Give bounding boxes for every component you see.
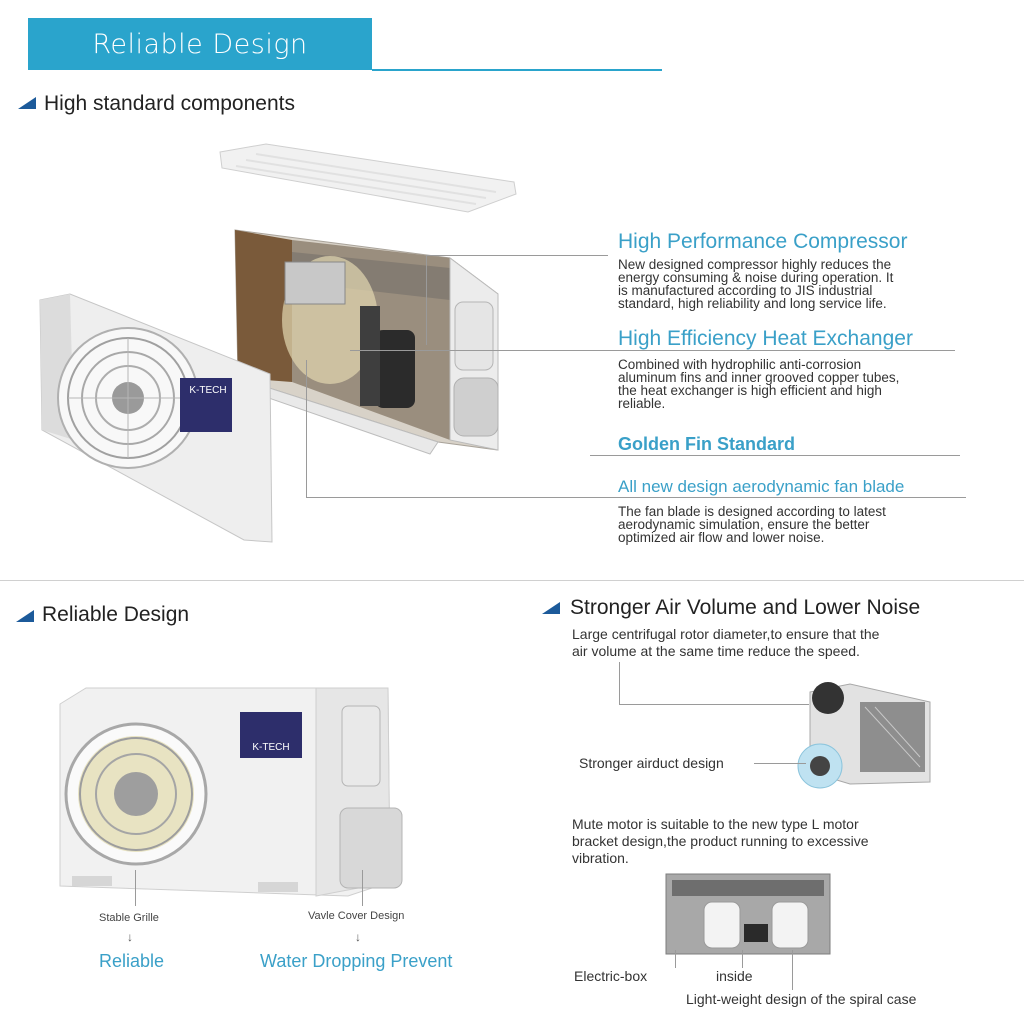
banner-title: Reliable Design (92, 29, 308, 60)
leader-line-heat-exchanger (350, 350, 955, 351)
top-cover-panel (219, 143, 517, 213)
label-stronger-airduct: Stronger airduct design (579, 755, 724, 771)
heading-high-standard-components: High standard components (44, 92, 295, 115)
benefit-water-dropping-prevent: Water Dropping Prevent (260, 951, 453, 971)
feature-text-fan-blade: The fan blade is designed according to l… (618, 504, 886, 545)
heading-air-volume-noise: Stronger Air Volume and Lower Noise (570, 596, 921, 619)
heading-marker-icon (542, 602, 560, 614)
leader-line-spiral-case (792, 950, 793, 990)
label-spiral-case: Light-weight design of the spiral case (686, 991, 917, 1007)
arrow-down-icon: ↓ (355, 930, 361, 944)
leader-line-electric-box (675, 950, 676, 968)
brand-logo-text: K-TECH (189, 385, 227, 396)
label-electric-box: Electric-box (574, 968, 648, 984)
leader-line-rotor (619, 662, 620, 704)
feature-title-fan-blade: All new design aerodynamic fan blade (618, 477, 905, 496)
benefit-reliable: Reliable (99, 951, 165, 971)
leader-line-fan-blade (306, 497, 966, 498)
leader-line-compressor-vert (426, 255, 427, 345)
leader-line-golden-fin (590, 455, 960, 456)
label-stable-grille: Stable Grille (99, 912, 159, 924)
front-panel-fan-grille (39, 293, 273, 543)
leader-line-grille (135, 870, 136, 906)
heading-marker-icon (18, 97, 36, 109)
banner-underline (372, 69, 662, 71)
feature-text-heat-exchanger: Combined with hydrophilic anti-corrosion… (618, 357, 900, 411)
leader-line-valve (362, 870, 363, 906)
label-inside: inside (716, 968, 753, 984)
airduct-illustration (797, 682, 931, 789)
leader-line-compressor (426, 255, 608, 256)
leader-line-inside (742, 950, 743, 968)
desc-centrifugal-rotor: Large centrifugal rotor diameter,to ensu… (572, 626, 880, 659)
label-valve-cover-design: Vavle Cover Design (308, 910, 405, 922)
motor-bracket-illustration (665, 873, 831, 955)
leader-line-airduct (754, 763, 806, 764)
heading-marker-icon (16, 610, 34, 622)
section-banner (28, 18, 372, 70)
exploded-unit-illustration (39, 143, 517, 543)
outdoor-unit-illustration (59, 687, 403, 897)
brand-logo-text: K-TECH (252, 742, 290, 753)
heading-reliable-design: Reliable Design (42, 603, 190, 626)
unit-body-cutaway (234, 229, 499, 455)
feature-title-compressor: High Performance Compressor (618, 230, 908, 253)
feature-text-compressor: New designed compressor highly reduces t… (618, 257, 894, 311)
leader-line-rotor-h (619, 704, 809, 705)
arrow-down-icon: ↓ (127, 930, 133, 944)
desc-mute-motor: Mute motor is suitable to the new type L… (572, 816, 869, 866)
feature-title-heat-exchanger: High Efficiency Heat Exchanger (618, 327, 913, 350)
section-divider (0, 580, 1024, 581)
leader-line-fan-blade-vert (306, 360, 307, 497)
feature-title-golden-fin: Golden Fin Standard (618, 434, 796, 454)
